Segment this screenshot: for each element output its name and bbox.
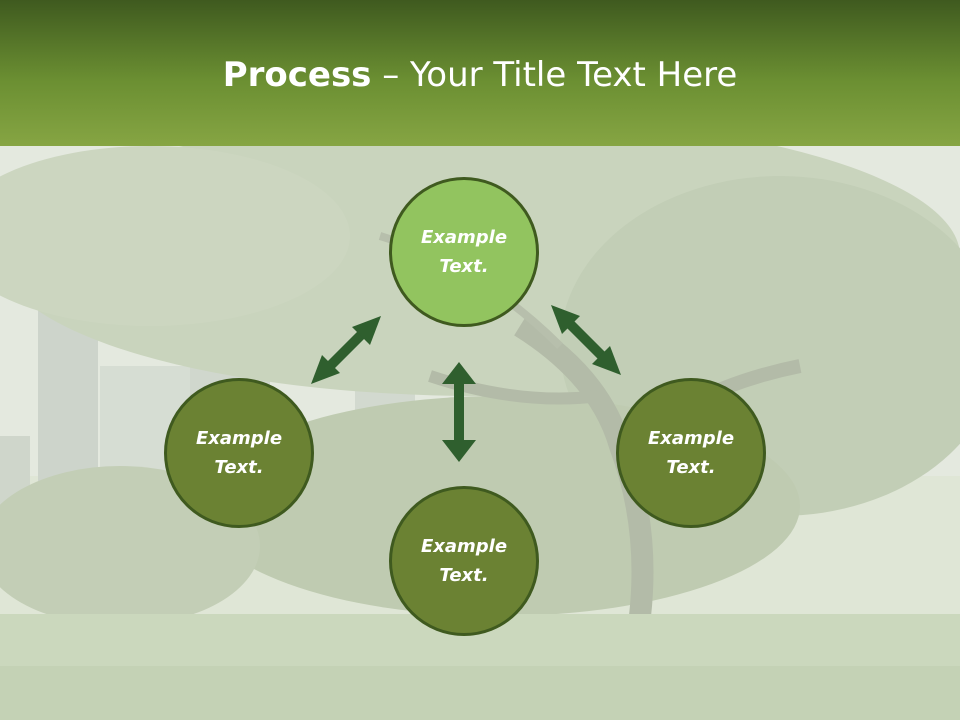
double-arrow-right	[551, 305, 621, 375]
node-top-text: Example Text.	[420, 227, 508, 277]
node-right-text: Example Text.	[647, 428, 735, 478]
process-node-bottom: Example Text.	[389, 486, 539, 636]
double-arrow-vertical	[442, 362, 476, 462]
slide-title: Process – Your Title Text Here	[0, 52, 960, 98]
title-rest: – Your Title Text Here	[371, 55, 738, 95]
node-bottom-text: Example Text.	[420, 536, 508, 586]
node-left-text: Example Text.	[195, 428, 283, 478]
header-bar	[0, 0, 960, 146]
title-bold: Process	[222, 55, 372, 95]
double-arrow-left	[311, 316, 381, 384]
process-node-right: Example Text.	[616, 378, 766, 528]
process-node-left: Example Text.	[164, 378, 314, 528]
process-node-top: Example Text.	[389, 177, 539, 327]
